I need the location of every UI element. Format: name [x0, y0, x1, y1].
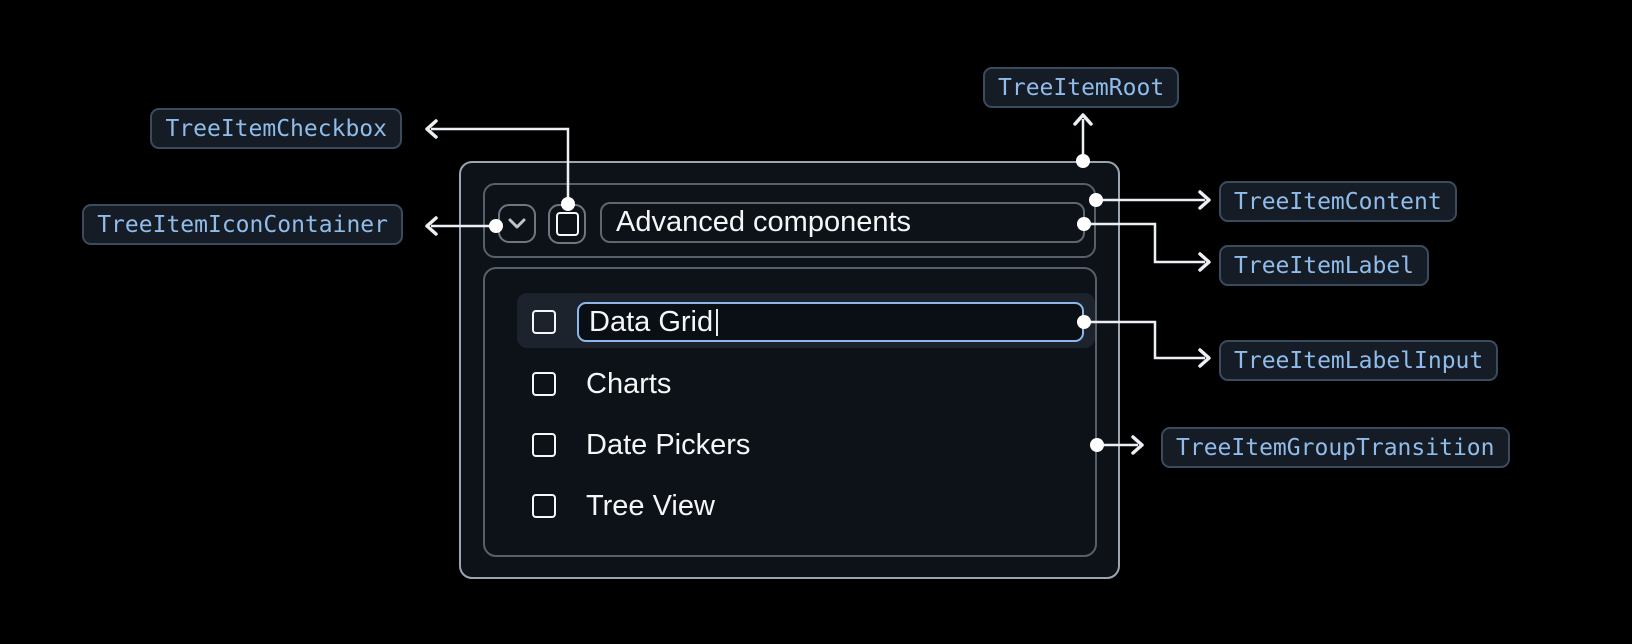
chevron-down-icon: [508, 218, 526, 228]
annotation-tree-item-label-input: TreeItemLabelInput: [1219, 340, 1499, 381]
tree-row-tree-view[interactable]: Tree View: [586, 486, 715, 526]
row-checkbox-data-grid[interactable]: [532, 310, 556, 334]
row-label-text: Date Pickers: [586, 428, 751, 461]
annotation-tree-item-content: TreeItemContent: [1219, 181, 1457, 222]
row-label-text: Tree View: [586, 489, 715, 522]
annotation-tree-item-checkbox: TreeItemCheckbox: [150, 108, 402, 149]
annotation-tree-item-label: TreeItemLabel: [1219, 245, 1430, 286]
label-input-value: Data Grid: [589, 305, 714, 338]
checkbox-box-icon: [555, 212, 579, 236]
tree-item-icon-container[interactable]: [498, 204, 536, 243]
parent-label-text: Advanced components: [616, 206, 912, 238]
row-checkbox-charts[interactable]: [532, 372, 556, 396]
row-label-text: Charts: [586, 367, 672, 400]
tree-item-content[interactable]: [483, 183, 1096, 258]
tree-item-checkbox[interactable]: [548, 204, 586, 244]
row-checkbox-date-pickers[interactable]: [532, 433, 556, 457]
tree-row-date-pickers[interactable]: Date Pickers: [586, 425, 750, 465]
tree-item-label-input[interactable]: Data Grid: [577, 302, 1084, 342]
tree-item-root: [459, 161, 1120, 579]
tree-row-charts[interactable]: Charts: [586, 364, 671, 404]
text-cursor-icon: [716, 308, 719, 336]
tree-item-group-transition: [483, 267, 1097, 557]
tree-item-label: Advanced components: [600, 202, 1085, 243]
row-checkbox-tree-view[interactable]: [532, 494, 556, 518]
annotation-tree-item-icon-container: TreeItemIconContainer: [82, 204, 403, 245]
annotation-tree-item-root: TreeItemRoot: [983, 67, 1180, 108]
annotation-tree-item-group-transition: TreeItemGroupTransition: [1161, 427, 1510, 468]
